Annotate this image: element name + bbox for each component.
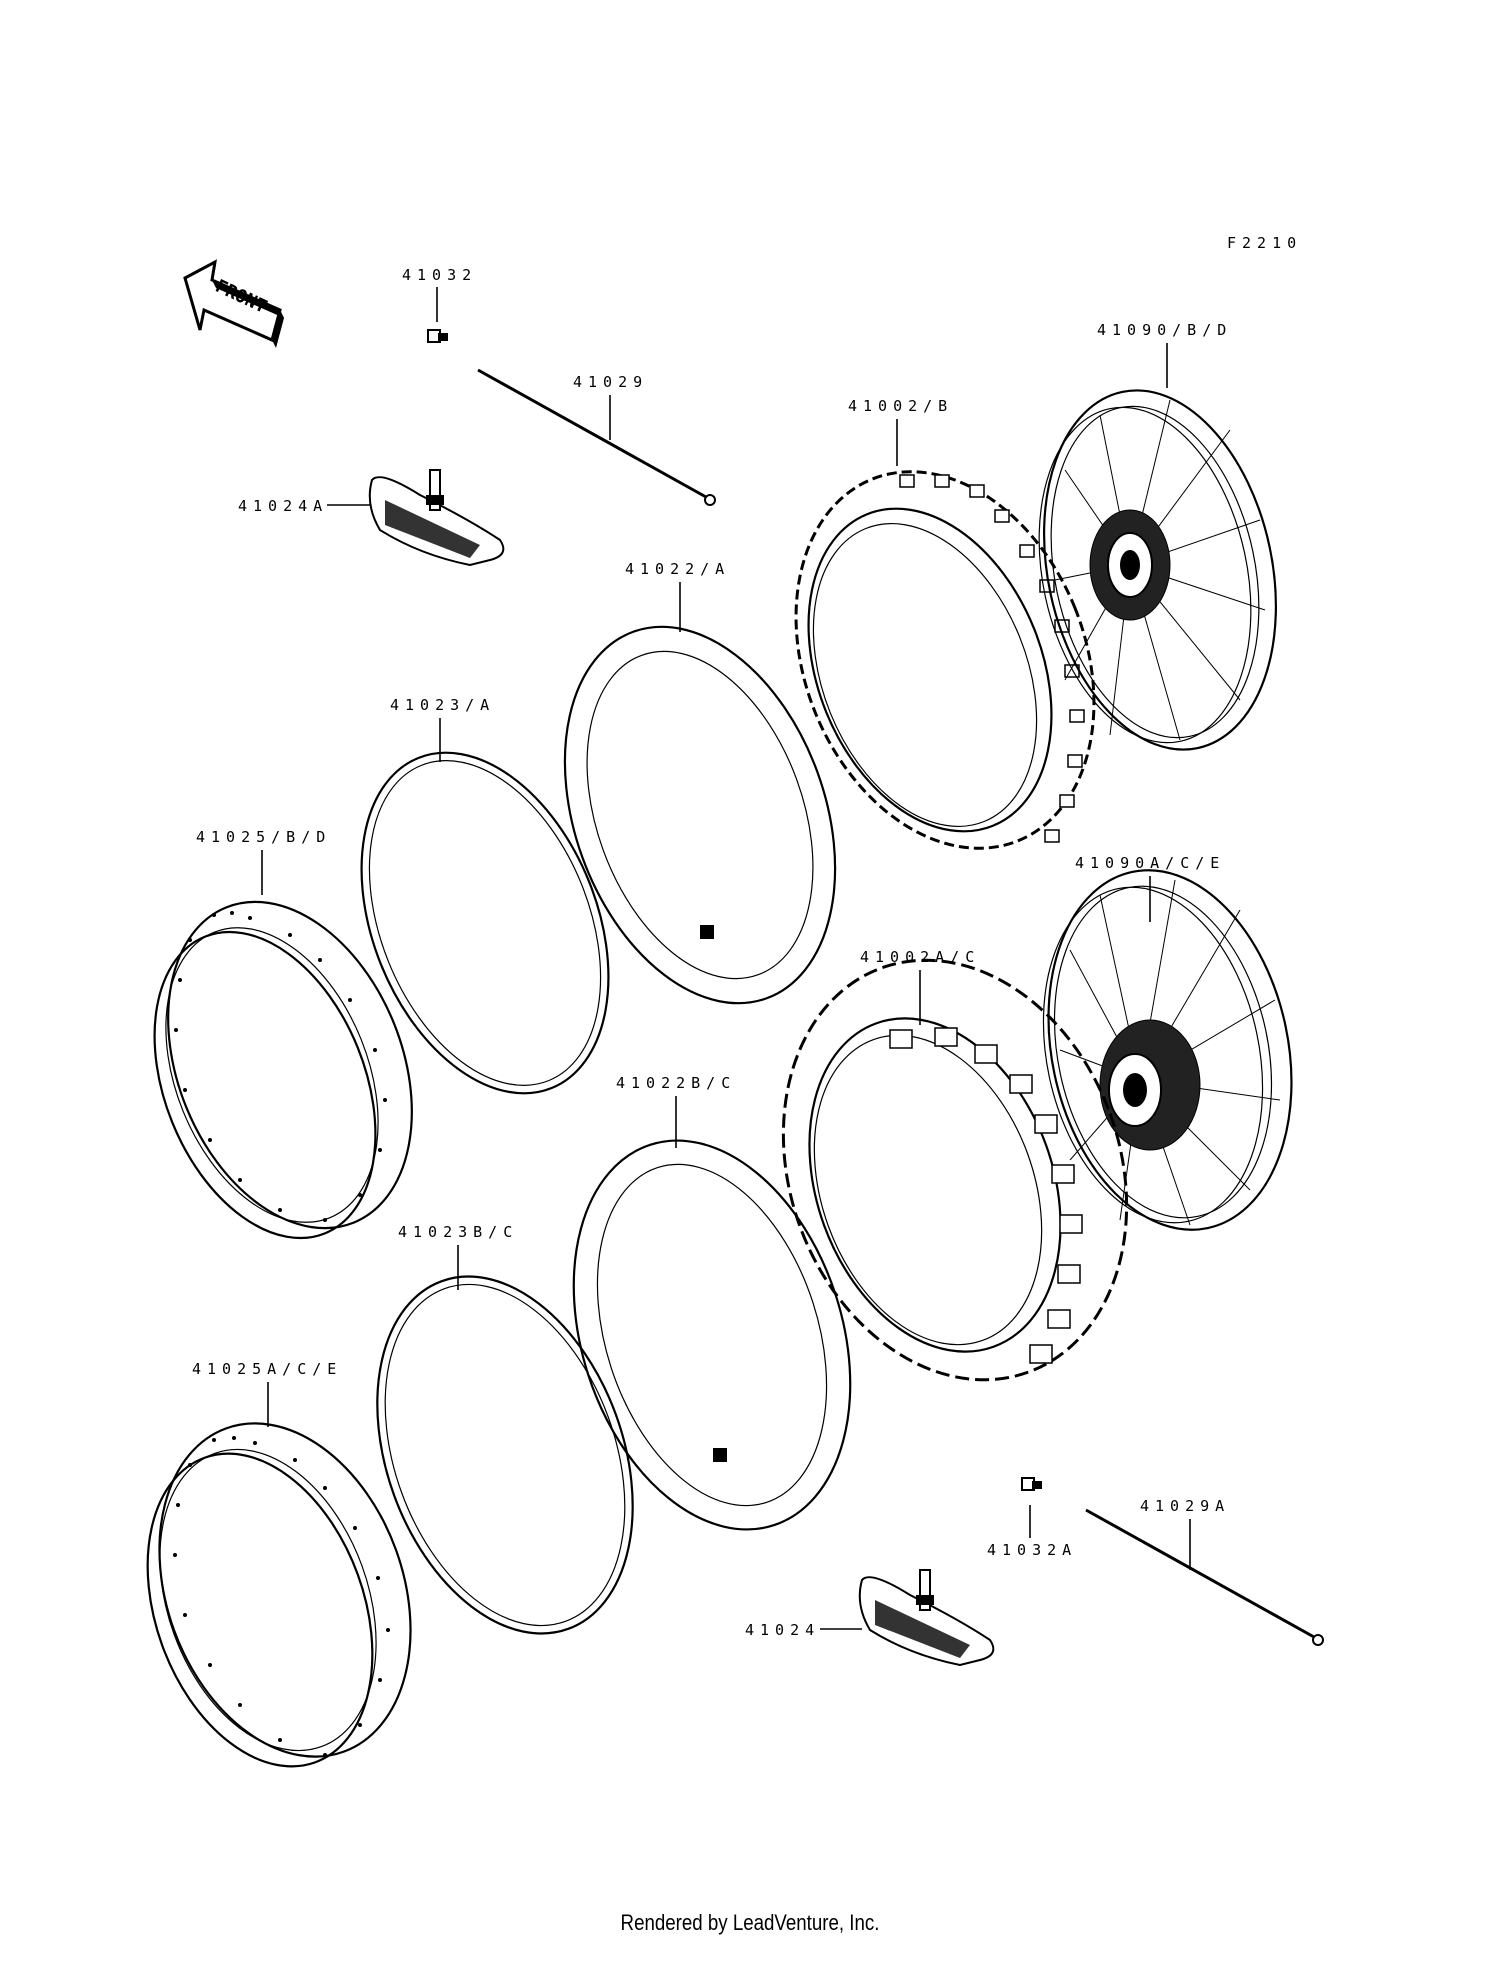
label-41090-B-D: 41090/B/D	[1097, 321, 1232, 339]
tire-41002-B	[794, 470, 1096, 850]
label-41022B-C: 41022B/C	[616, 1074, 736, 1092]
label-41032A: 41032A	[987, 1541, 1077, 1559]
label-41025-B-D: 41025/B/D	[196, 828, 331, 846]
wheel-41090-B-D	[1038, 389, 1278, 751]
label-41022-A: 41022/A	[625, 560, 730, 578]
footer-credit: Rendered by LeadVenture, Inc.	[620, 1910, 880, 1935]
label-41025A-C-E: 41025A/C/E	[192, 1360, 342, 1378]
rim-41025A-C-E	[146, 1422, 412, 1768]
label-41090A-C-E: 41090A/C/E	[1075, 854, 1225, 872]
label-41002-B: 41002/B	[848, 397, 953, 415]
spoke-41029	[477, 368, 716, 506]
label-41024A: 41024A	[238, 497, 328, 515]
label-41029: 41029	[573, 373, 648, 391]
spoke-nipple-41032A	[1021, 1477, 1042, 1491]
tire-41002A-C	[781, 958, 1129, 1382]
label-41029A: 41029A	[1140, 1497, 1230, 1515]
diagram-code: F2210	[1227, 234, 1302, 252]
front-arrow-icon: FRONT	[183, 259, 284, 348]
spoke-nipple-41032	[427, 329, 448, 343]
label-41032: 41032	[402, 266, 477, 284]
label-41002A-C: 41002A/C	[860, 948, 980, 966]
inner-tube-41022-A	[563, 625, 837, 1005]
label-41023-A: 41023/A	[390, 696, 495, 714]
spoke-41029A	[1085, 1508, 1324, 1646]
label-41023B-C: 41023B/C	[398, 1223, 518, 1241]
rim-band-41023-A	[360, 751, 610, 1095]
rim-band-41023B-C	[376, 1275, 634, 1635]
rim-lock-41024	[858, 1569, 995, 1667]
label-41024: 41024	[745, 1621, 820, 1639]
wheel-41090A-C-E	[1042, 869, 1293, 1231]
rim-lock-41024A	[368, 469, 505, 567]
rim-41025-B-D	[153, 900, 413, 1240]
inner-tube-41022B-C	[572, 1139, 852, 1531]
